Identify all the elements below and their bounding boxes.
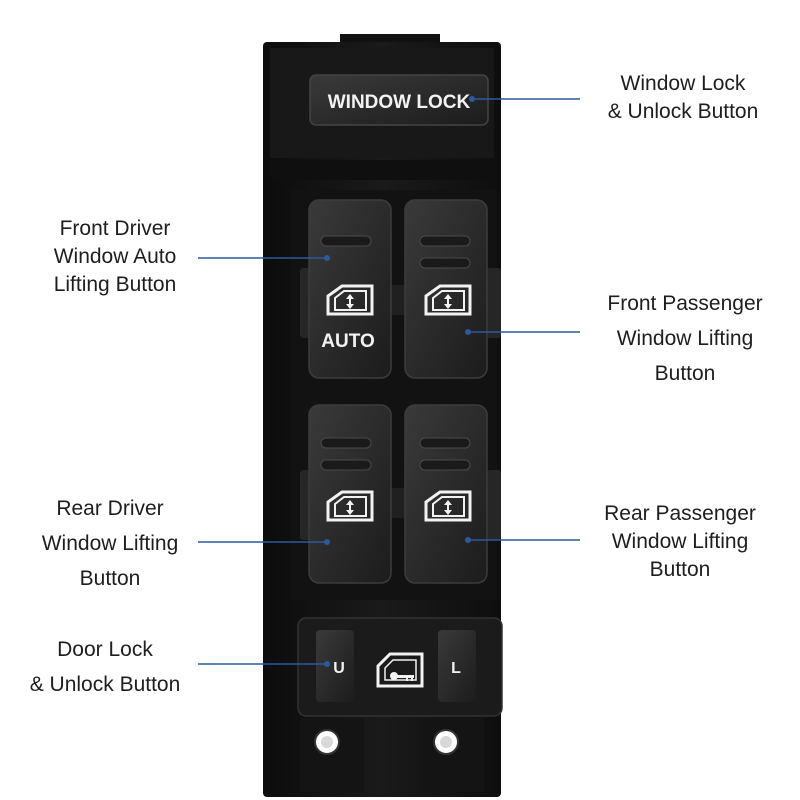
callout-line: Door Lock [57,638,153,661]
window-lock-button[interactable]: WINDOW LOCK [309,74,489,126]
callout-line: Window Lifting [41,532,179,555]
door-key-icon [376,652,424,688]
callout-line: Front Passenger [607,292,763,315]
front-passenger-button[interactable] [404,199,488,379]
rear-driver-button[interactable] [308,404,392,584]
callout-line: Button [649,558,711,581]
auto-text: AUTO [321,331,374,352]
leader-lines [198,96,580,667]
callout-line: Window Lifting [616,327,754,350]
callout-line: Window Lifting [611,530,749,553]
callout-line: Lifting Button [53,273,177,296]
callout-window-lock: Window Lock & Unlock Button [583,70,783,126]
window-up-down-icon [424,490,472,522]
callout-front-driver: Front Driver Window Auto Lifting Button [10,215,220,299]
window-up-down-icon [424,284,472,316]
lock-letter: L [451,660,461,677]
callout-line: Rear Passenger [604,502,756,525]
callout-line: Front Driver [59,217,171,240]
callout-line: Rear Driver [56,497,164,520]
callout-line: & Unlock Button [607,100,759,123]
callout-front-passenger: Front Passenger Window Lifting Button [580,286,790,391]
front-driver-auto-button[interactable]: AUTO [308,199,392,379]
callout-rear-passenger: Rear Passenger Window Lifting Button [580,500,780,584]
unlock-letter: U [333,660,345,677]
callout-line: & Unlock Button [29,673,181,696]
callout-rear-driver: Rear Driver Window Lifting Button [5,491,215,596]
window-lock-button-text: WINDOW LOCK [328,92,471,113]
callout-door-lock: Door Lock & Unlock Button [10,632,200,702]
callout-line: Window Lock [620,72,746,95]
window-up-down-icon [326,284,374,316]
callout-line: Window Auto [53,245,177,268]
window-up-down-icon [326,490,374,522]
mounting-tabs [300,718,484,792]
callout-line: Button [79,567,141,590]
callout-line: Button [654,362,716,385]
door-lock-rocker[interactable]: U L [297,617,503,717]
rear-passenger-button[interactable] [404,404,488,584]
